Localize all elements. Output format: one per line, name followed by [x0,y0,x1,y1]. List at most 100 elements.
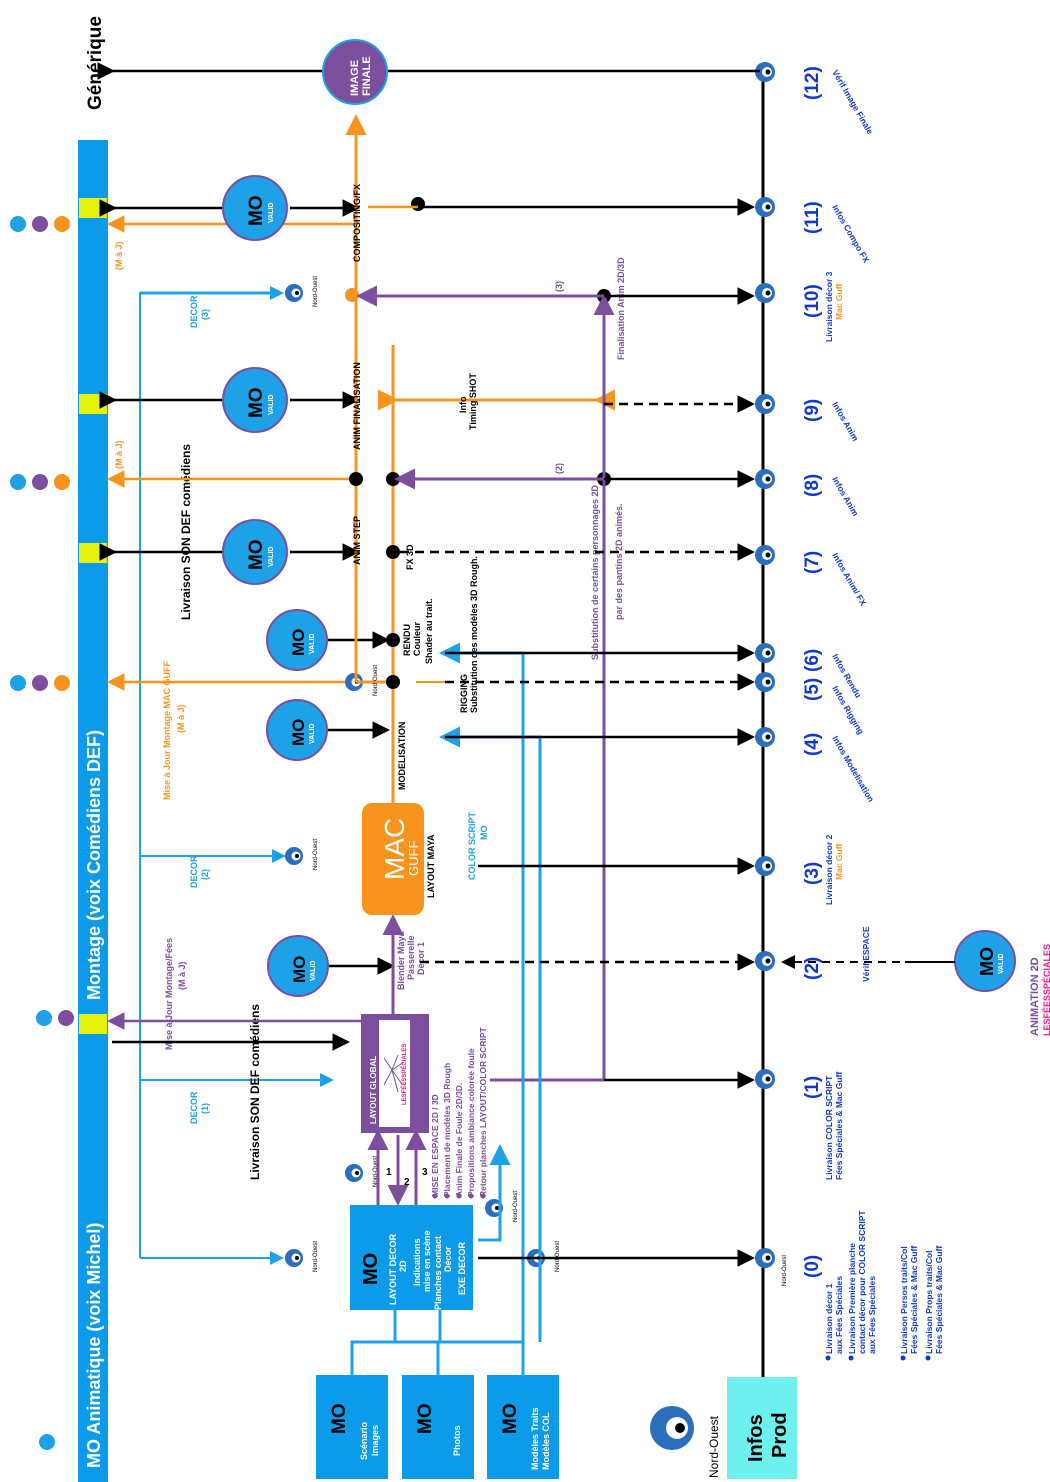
svg-text:ANIMATION 2D: ANIMATION 2D [1029,957,1041,1036]
svg-text:(10): (10) [802,284,823,318]
svg-text:(2): (2) [200,869,210,880]
timeline-node-10 [755,283,775,303]
generique-label: Générique [85,16,106,110]
svg-text:MO: MO [246,195,267,226]
timeline-node-4 [755,727,775,747]
svg-text:(0): (0) [802,1255,823,1278]
svg-text:Livraison décor 3: Livraison décor 3 [824,271,834,342]
timeline-node-3 [755,856,775,876]
svg-text:(5): (5) [802,678,823,701]
svg-text:Nord-Ouest: Nord-Ouest [373,665,379,696]
livraison-son-2: Livraison SON DEF comédiens [179,444,193,620]
svg-text:LESFÉESSPÉCIALES: LESFÉESSPÉCIALES [1042,944,1050,1036]
svg-text:DECOR: DECOR [189,295,199,328]
svg-text:(3): (3) [200,309,210,320]
svg-text:VALID: VALID [310,961,317,981]
svg-text:MO: MO [415,1403,436,1434]
timeline-node-8 [755,469,775,489]
svg-text:FX 3D: FX 3D [405,544,415,570]
svg-text:Vérif ESPACE: Vérif ESPACE [861,926,871,982]
layout-link-numbers: 1 2 3 [386,1167,428,1188]
svg-text:Livraison Première planche: Livraison Première planche [847,1243,857,1354]
svg-text:ANIM STEP: ANIM STEP [352,516,362,565]
svg-text:ANIM FINALISATION: ANIM FINALISATION [352,362,362,450]
svg-text:MO: MO [290,956,309,983]
svg-text:1: 1 [386,1167,392,1178]
svg-text:Livraison décor 1: Livraison décor 1 [824,1283,834,1354]
svg-text:(M à J): (M à J) [114,241,124,270]
timeline-node-5 [755,672,775,692]
pipeline-labels: MODELISATION RIGGING Substitution des mo… [352,184,489,880]
valid-circle-6: MO VALID [268,936,328,996]
mo-animatique-label: MO Animatique (voix Michel) [84,1223,104,1468]
svg-text:LESFÉESSPÉCIALES: LESFÉESSPÉCIALES [400,1044,408,1105]
timeline-numbers: (0) (1) (2) (3) (4) (5) (6) (7) (8) (9) … [802,66,823,1278]
svg-text:aux Fées Spéciales: aux Fées Spéciales [867,1276,877,1354]
svg-text:FINALE: FINALE [361,56,373,96]
timeline-nord-ouest: Nord-Ouest [782,1255,788,1286]
svg-text:MO: MO [289,719,308,746]
image-finale: IMAGE FINALE [323,40,387,104]
timeline-node-1 [755,1069,775,1089]
svg-text:Modèles Traits: Modèles Traits [530,1407,540,1470]
svg-text:Passerelle: Passerelle [406,935,416,980]
svg-text:GUFF: GUFF [406,841,421,876]
svg-text:RENDU: RENDU [402,624,412,656]
decor-labels: DECOR (1) DECOR (2) DECOR (3) [189,295,210,1124]
svg-text:Fées Spéciales & Mac Guff: Fées Spéciales & Mac Guff [909,1246,919,1354]
svg-text:MO: MO [479,826,489,841]
svg-text:3: 3 [422,1167,428,1178]
svg-text:VALID: VALID [268,203,275,223]
svg-text:(1): (1) [802,1076,823,1099]
svg-text:(9): (9) [802,399,823,422]
valid-circle-2: MO VALID [223,368,287,432]
svg-text:Retour planches LAYOUT/COLOR S: Retour planches LAYOUT/COLOR SCRIPT [478,1026,488,1197]
svg-text:Substitution de certains perso: Substitution de certains personnages 2D [590,484,600,660]
svg-text:Finalisation Anim 2D/3D: Finalisation Anim 2D/3D [616,257,626,360]
svg-text:Couleur: Couleur [412,622,422,656]
valid-circle-espace: MO VALID [955,931,1015,991]
svg-text:(12): (12) [802,66,823,100]
svg-text:contact décor pour COLOR SCRIP: contact décor pour COLOR SCRIPT [857,1210,867,1354]
svg-text:Infos Anim: Infos Anim [830,475,861,518]
svg-text:(1): (1) [200,1103,210,1114]
svg-text:Timing SHOT: Timing SHOT [468,373,478,430]
svg-text:Indications: Indications [412,1238,422,1286]
svg-text:LAYOUT MAYA: LAYOUT MAYA [426,834,436,898]
svg-text:Images: Images [370,1425,380,1456]
compositing-node [345,288,359,302]
mise-en-espace: MISE EN ESPACE 2D / 3D Placement de modè… [430,1026,488,1197]
svg-text:Livraison Persos traits/Col: Livraison Persos traits/Col [899,1246,909,1354]
pipeline-dots [349,197,611,689]
valid-circle-4: MO VALID [267,610,327,670]
svg-text:VALID: VALID [309,724,316,744]
svg-text:(7): (7) [802,551,823,574]
svg-text:MODELISATION: MODELISATION [397,722,407,790]
svg-text:(3): (3) [554,281,564,292]
timeline-dashed-links [400,404,750,962]
mo-photos-box: MO Photos [402,1375,474,1479]
svg-text:MO: MO [246,539,267,570]
timeline-node-6 [755,643,775,663]
mo-modeles-box: MO Modèles Traits Modèles COL [487,1375,559,1479]
mo-scenario-box: MO Scénario Images [316,1375,388,1479]
maj-labels: Mise à Jour Montage/Fées (M à J) Mise à … [114,241,187,1050]
svg-text:COMPOSITING/FX: COMPOSITING/FX [352,184,362,262]
svg-text:aux Fées Spéciales: aux Fées Spéciales [834,1276,844,1354]
timeline-node-9 [755,394,775,414]
valid-circle-3: MO VALID [223,520,287,584]
svg-text:Nord-Ouest: Nord-Ouest [513,1191,519,1222]
timeline-node-11 [755,197,775,217]
svg-text:Planches contact: Planches contact [433,1236,443,1310]
layout-decor-box: MO LAYOUT DECOR 2D Indications mise en s… [350,1205,478,1310]
svg-text:DECOR: DECOR [189,855,199,888]
svg-text:Nord-Ouest: Nord-Ouest [313,839,319,870]
purple-branch-labels: Substitution de certains personnages 2D … [554,257,626,660]
blender-label: Blender Maya Passerelle Décor 1 [396,930,426,990]
timeline-node-7 [755,545,775,565]
svg-text:Infos Modelisation: Infos Modelisation [830,734,876,804]
orange-pipeline [356,120,604,803]
svg-text:Blender Maya: Blender Maya [396,930,406,990]
